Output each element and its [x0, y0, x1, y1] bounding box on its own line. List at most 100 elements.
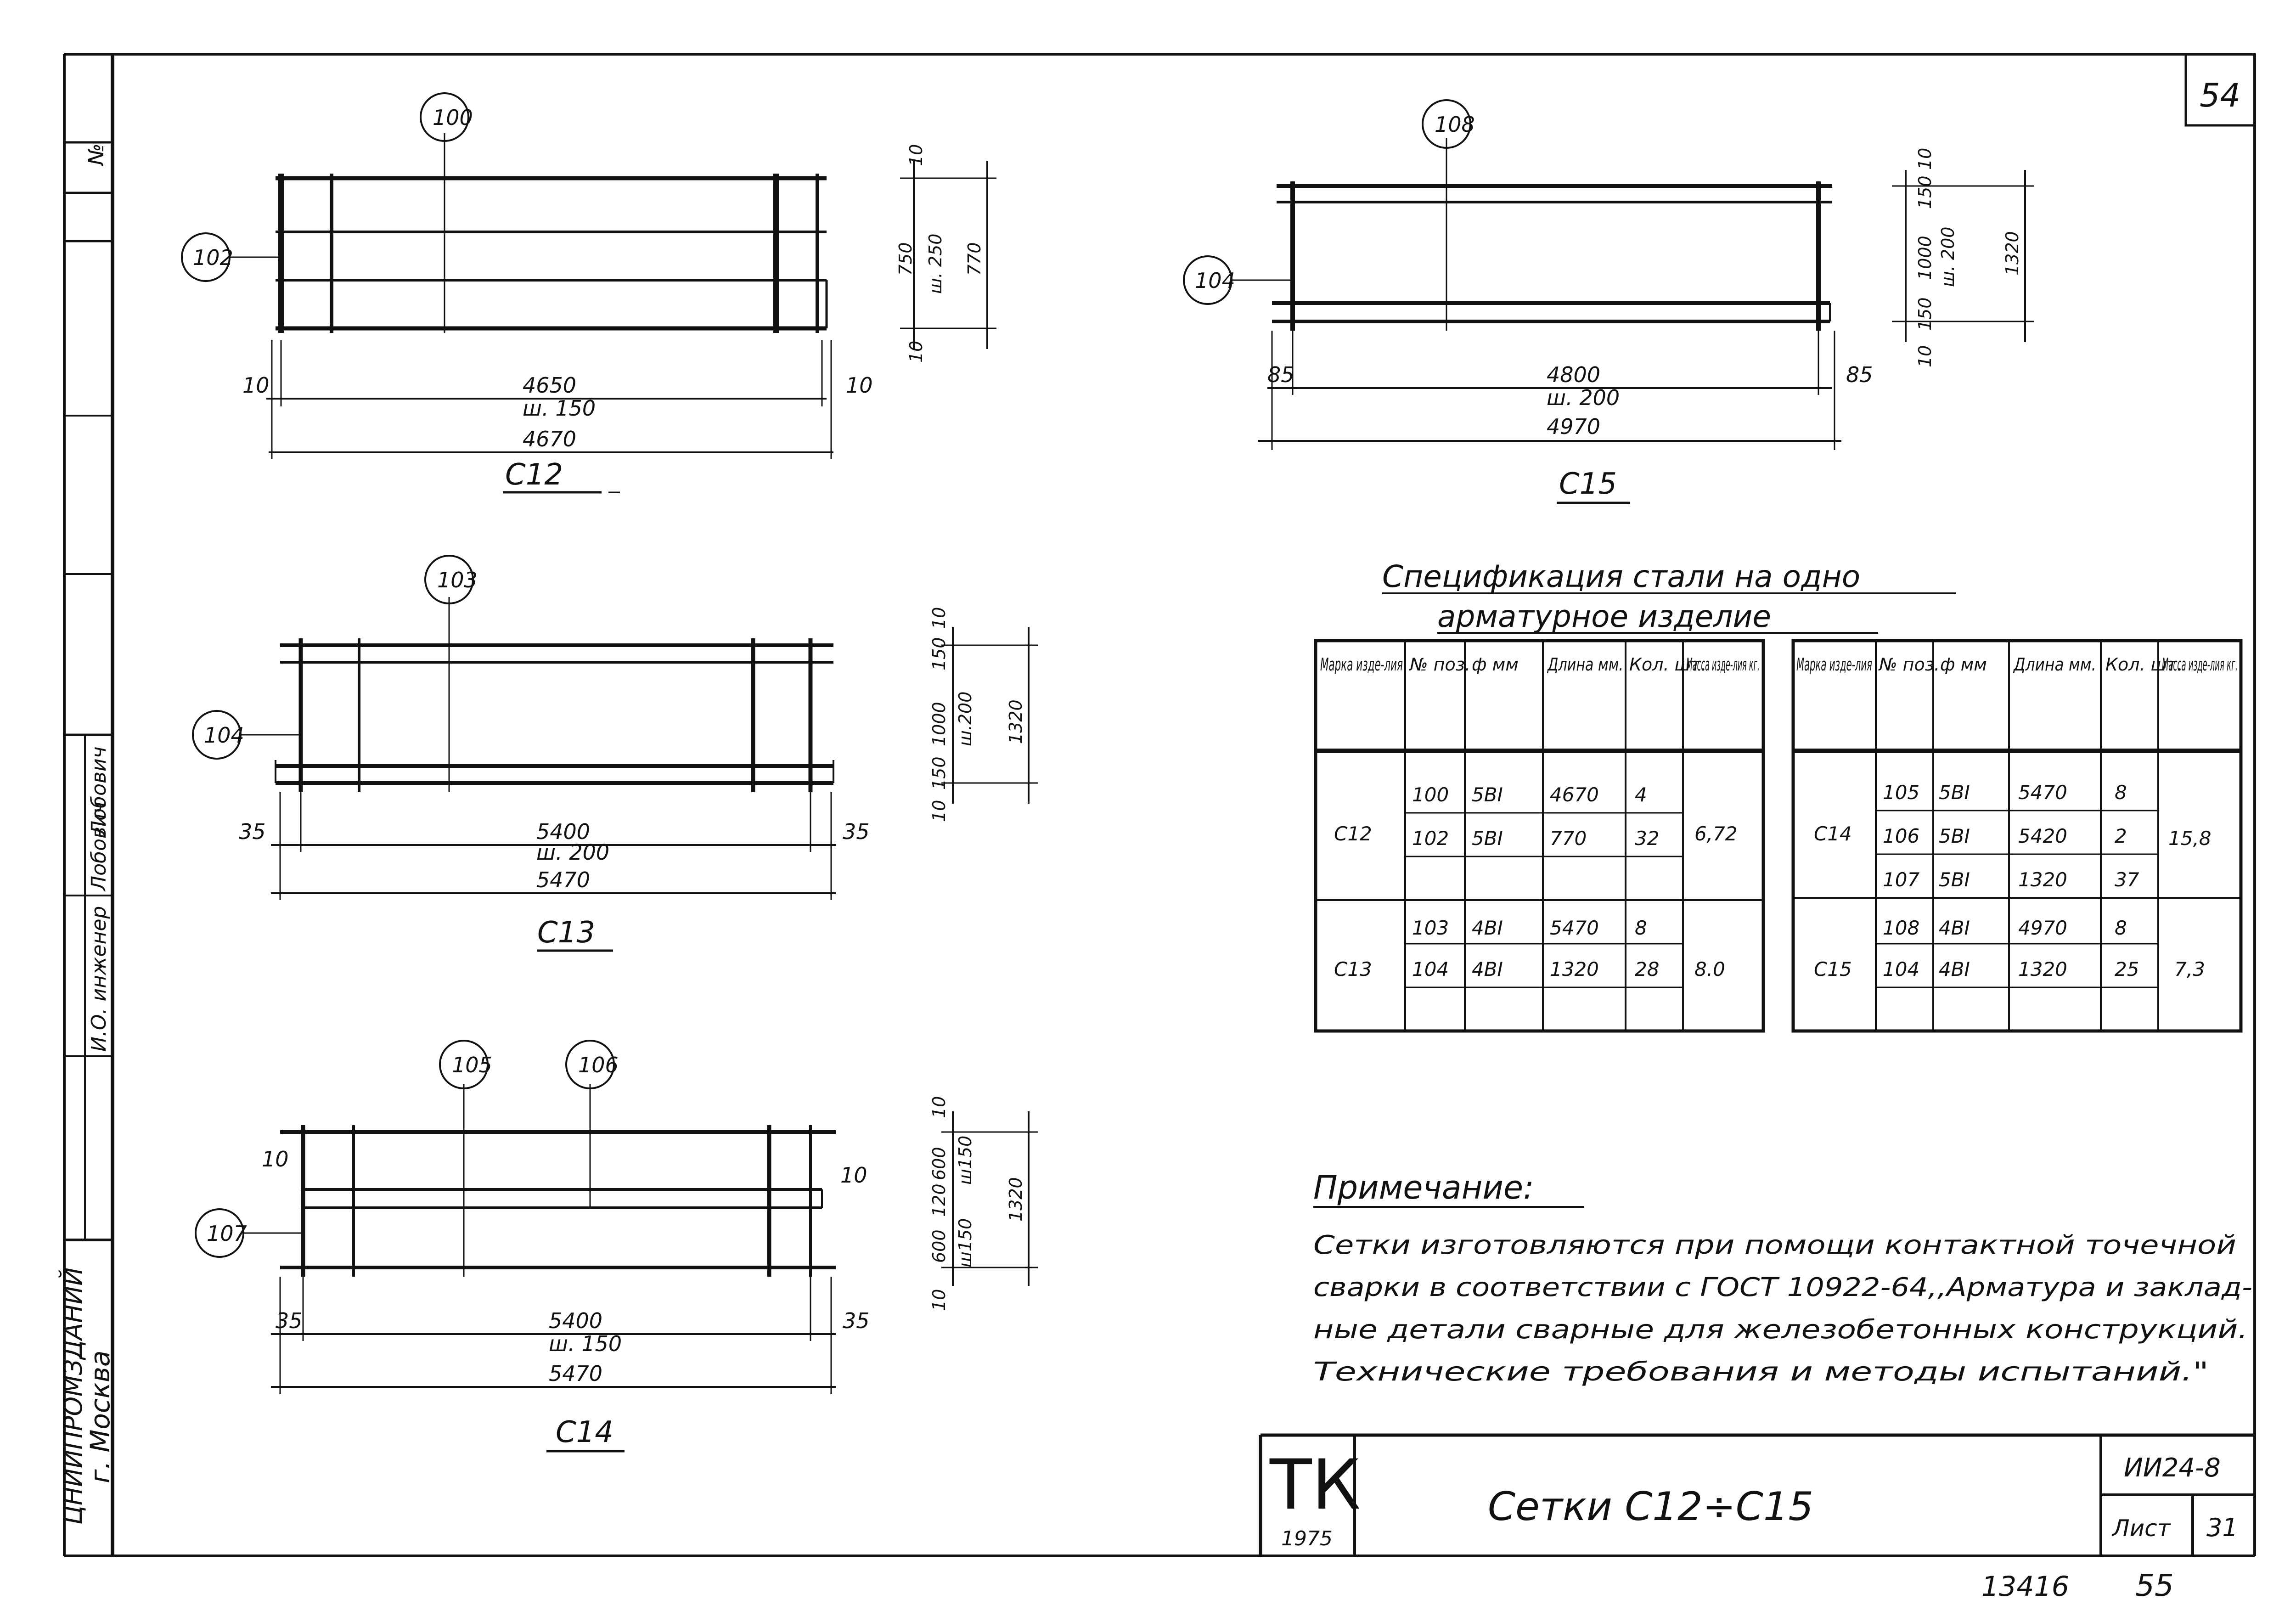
c12-v-mid: 750: [895, 242, 916, 276]
page-number: 54: [2200, 77, 2240, 114]
spec-right-dia-1a: 5ВI: [1939, 781, 1970, 804]
c12-v-total: 770: [964, 242, 985, 276]
c12-tag-top: 100: [433, 105, 473, 130]
c14-edge-top-left: 10: [262, 1147, 289, 1172]
c13-tag-top: 103: [437, 568, 478, 592]
spec-right-mark-1: С14: [1814, 822, 1852, 845]
spec-right-h-qty: Кол. шт.: [2105, 654, 2183, 675]
title-block: [1259, 1433, 2255, 1556]
spec-right-dia-2b: 4ВI: [1939, 958, 1970, 980]
c15-dim-inner: 4800: [1547, 362, 1600, 387]
c13-v-b: 150: [929, 756, 949, 790]
spec-left-h-mark: Марка изде-лия: [1320, 654, 1403, 675]
stamp-name: Лобович: [87, 746, 111, 837]
c14-tag-top-b: 106: [578, 1053, 619, 1077]
c15-v-top: 10: [1915, 148, 1935, 170]
note-line-4: Технические требования и методы испытани…: [1313, 1357, 2209, 1387]
spec-right-qty-2a: 8: [2115, 917, 2127, 939]
c15-tag-left: 104: [1195, 268, 1235, 293]
sheet-number: 31: [2206, 1513, 2238, 1542]
spec-right-qty-1a: 8: [2115, 781, 2127, 804]
doc-code: ИИ24-8: [2124, 1453, 2221, 1483]
spec-left-h-dia: ф мм: [1472, 654, 1519, 675]
c14-tag-top-a: 105: [452, 1053, 492, 1077]
c13-caption: С13: [537, 916, 595, 950]
spec-title-line1: Спецификация стали на одно: [1382, 559, 1860, 594]
note-line-1: Сетки изготовляются при помощи контактно…: [1313, 1230, 2236, 1260]
c14-edge-left: 35: [276, 1308, 303, 1333]
spec-right-dia-1c: 5ВI: [1939, 868, 1970, 891]
spec-left-len-1a: 4670: [1550, 783, 1599, 806]
c12-edge-left: 10: [242, 373, 270, 398]
c14-v-bottom: 10: [929, 1289, 949, 1311]
spec-right-len-1c: 1320: [2018, 868, 2067, 891]
spec-left-pos-2a: 103: [1412, 917, 1449, 939]
title-year: 1975: [1281, 1527, 1333, 1550]
spec-right-qty-1c: 37: [2115, 868, 2139, 891]
c13-edge-left: 35: [239, 819, 266, 844]
spec-title: Спецификация стали на одно арматурное из…: [1382, 559, 1956, 634]
mesh-c12: [181, 92, 996, 494]
spec-right-len-1a: 5470: [2018, 781, 2067, 804]
title-logo: ТК: [1269, 1445, 1361, 1525]
c14-dim-total: 5470: [549, 1361, 602, 1386]
c14-v-b: 600: [929, 1229, 949, 1263]
c12-caption: С12: [505, 458, 563, 492]
c12-edge-right: 10: [846, 373, 873, 398]
spec-left-mark-2: С13: [1334, 958, 1372, 980]
c14-edge-right: 35: [843, 1308, 870, 1333]
mesh-c15: [1183, 99, 2034, 504]
c12-v-step: ш. 250: [925, 234, 945, 294]
c14-edge-top-right: 10: [840, 1163, 867, 1188]
spec-right-h-pos: № поз.: [1878, 654, 1940, 675]
c14-v-a-step: ш150: [955, 1136, 975, 1185]
spec-right-len-1b: 5420: [2018, 825, 2067, 847]
spec-left-len-2a: 5470: [1550, 917, 1599, 939]
spec-left-len-2b: 1320: [1550, 958, 1599, 980]
inventory-number: 13416: [1981, 1571, 2069, 1603]
spec-left-qty-1a: 4: [1635, 783, 1647, 806]
spec-table-right-headers: Марка изде-лия № поз. ф мм Длина мм. Кол…: [1796, 654, 2238, 675]
c14-v-mid: 120: [929, 1183, 949, 1217]
side-stamp: [64, 141, 113, 1241]
c15-dim-total: 4970: [1547, 414, 1600, 439]
spec-right-dia-2a: 4ВI: [1939, 917, 1970, 939]
c13-dim-total: 5470: [536, 867, 590, 892]
spec-left-dia-1a: 5ВI: [1472, 783, 1503, 806]
spec-left-h-qty: Кол. шт.: [1629, 654, 1706, 675]
spec-table-right-body: С14 105 5ВI 5470 8 106 5ВI 5420 2 107 5В…: [1814, 781, 2212, 980]
c15-v-step: ш. 200: [1938, 227, 1958, 287]
spec-left-h-pos: № поз.: [1409, 654, 1470, 675]
c13-dim-inner: 5400: [536, 819, 590, 844]
mesh-c15-labels: 108 104 4800 ш. 200 4970 85 85 10 150 10…: [1195, 112, 2022, 501]
c12-tag-left: 102: [193, 245, 233, 270]
spec-right-dia-1b: 5ВI: [1939, 825, 1970, 847]
spec-left-pos-1a: 100: [1412, 783, 1449, 806]
c13-v-bottom: 10: [929, 800, 949, 822]
spec-right-pos-1c: 107: [1883, 868, 1919, 891]
c14-caption: С14: [556, 1415, 613, 1449]
c15-v-total: 1320: [2002, 231, 2022, 276]
spec-right-pos-1b: 106: [1883, 825, 1919, 847]
spec-right-h-len: Длина мм.: [2013, 654, 2096, 675]
mesh-c14: [195, 1040, 1038, 1453]
spec-left-mass-1: 6,72: [1694, 822, 1738, 845]
c14-dim-inner: 5400: [549, 1308, 602, 1333]
c12-v-top: 10: [906, 144, 926, 166]
spec-left-qty-1b: 32: [1635, 827, 1659, 850]
c15-v-b: 150: [1915, 297, 1935, 331]
c12-dim-step: ш. 150: [523, 396, 596, 421]
sheet-label: Лист: [2111, 1515, 2172, 1542]
c15-v-bottom: 10: [1915, 345, 1935, 367]
spec-right-mass-1: 15,8: [2168, 827, 2212, 850]
spec-left-mass-2: 8.0: [1694, 958, 1725, 980]
note-line-3: ные детали сварные для железобетонных ко…: [1313, 1315, 2248, 1345]
c14-v-a: 600: [929, 1147, 949, 1180]
spec-right-mark-2: С15: [1814, 958, 1852, 980]
c14-dim-step: ш. 150: [549, 1331, 622, 1356]
mesh-c12-labels: 100 102 4650 ш. 150 4670 10 10 10 750 ш.…: [193, 105, 985, 492]
stamp-org: ЦНИИПРОМЗДАНИЙ: [59, 1267, 88, 1525]
stamp-position: И.О. инженер: [87, 906, 111, 1052]
c15-v-mid: 1000: [1915, 236, 1935, 280]
spec-left-h-mass: Масса изде-лия кг.: [1686, 654, 1760, 675]
